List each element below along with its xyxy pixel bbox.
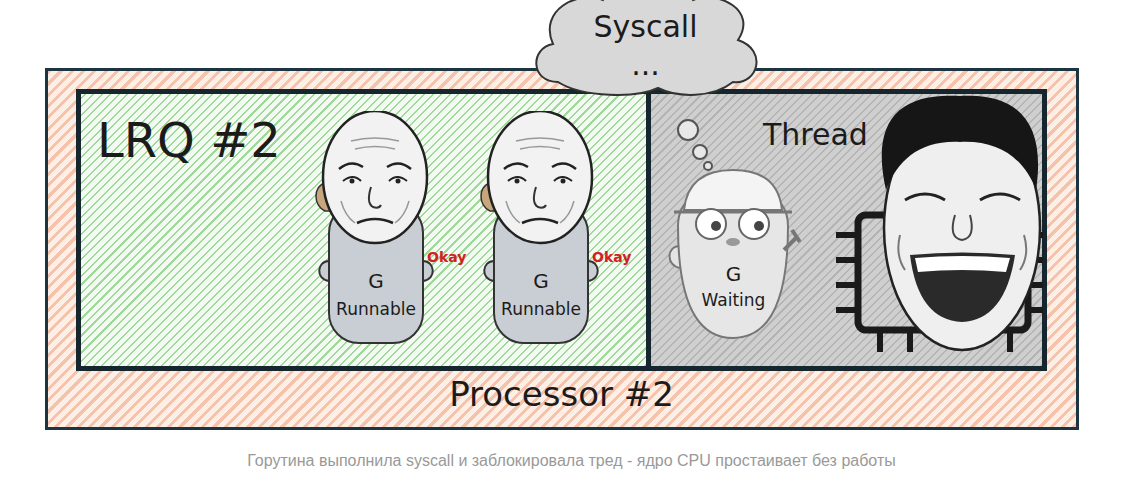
text-holder: Runnable [476, 299, 606, 320]
thought-bubbles [678, 120, 712, 170]
text-holder: Горутина выполнила syscall и заблокирова… [0, 451, 1143, 470]
goroutine-runnable: GRunnableOkay [311, 111, 445, 346]
goroutine-waiting: G Waiting [666, 166, 805, 344]
syscall-cloud: Syscall ... [528, 0, 763, 95]
processor-frame: Processor #2 LRQ #2 G Runnable OkayG Runnable… [45, 68, 1079, 430]
goroutine-state: Runnable [311, 299, 441, 320]
text-holder: G [666, 262, 801, 287]
goroutine-glyph: G [476, 269, 606, 294]
text-holder: Okay [592, 249, 631, 266]
text-holder: Waiting [666, 290, 801, 311]
processor-label: Processor #2 [48, 373, 1075, 416]
text-holder: G [476, 269, 606, 294]
goroutine-glyph: G [666, 262, 801, 287]
text-holder: G [311, 269, 441, 294]
text-holder: Runnable [311, 299, 441, 320]
lrq-panel: LRQ #2 G Runnable OkayG Runnable Okay [76, 89, 651, 371]
text-holder: Thread [763, 116, 903, 154]
goroutine-state: Runnable [476, 299, 606, 320]
text-holder: Processor #2 [48, 373, 1075, 416]
cpu-chip-icon [836, 215, 1043, 352]
thread-panel: ThreadG Waiting [651, 89, 1047, 371]
thread-label: Thread [763, 116, 903, 154]
text-holder: Syscall ... [528, 8, 763, 83]
meme-label: Okay [592, 249, 631, 266]
goroutine-figure [666, 166, 801, 344]
text-holder: Okay [427, 249, 466, 266]
lrq-label: LRQ #2 [97, 110, 317, 170]
syscall-label: Syscall ... [594, 8, 698, 83]
goroutine-state: Waiting [666, 290, 801, 311]
laughing-face [882, 96, 1040, 350]
meme-label: Okay [427, 249, 466, 266]
goroutine-runnable: GRunnableOkay [476, 111, 610, 346]
caption: Горутина выполнила syscall и заблокирова… [0, 451, 1143, 470]
text-holder: LRQ #2 [97, 110, 317, 170]
goroutine-glyph: G [311, 269, 441, 294]
